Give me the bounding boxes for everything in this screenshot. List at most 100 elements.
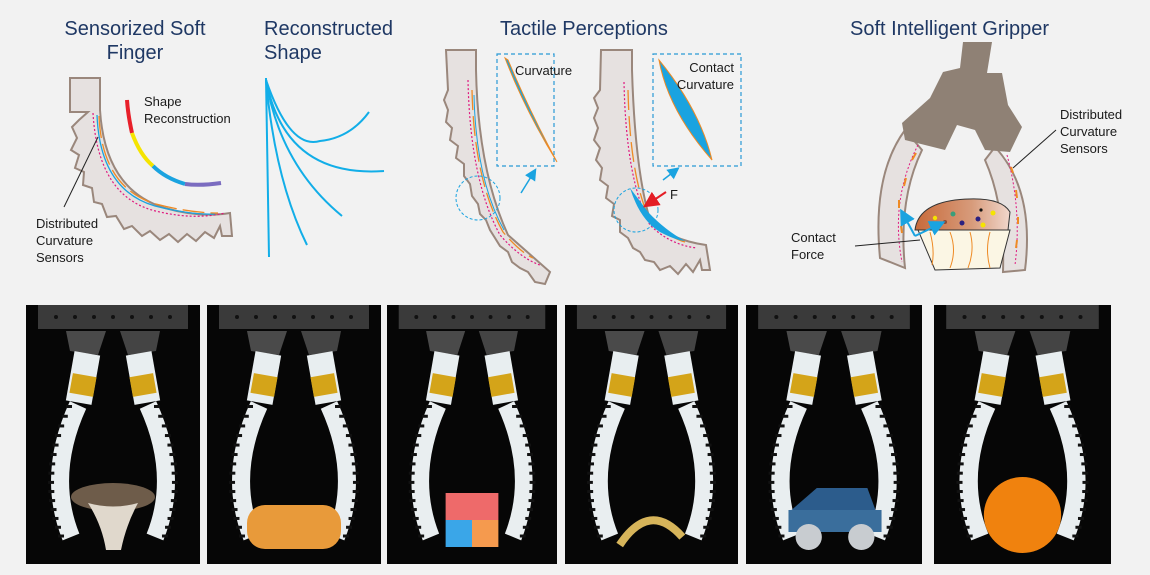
reconstructed-curve-3 [265, 79, 343, 217]
shape-reconstruction-yellow [130, 132, 155, 168]
finger-gap [600, 414, 607, 418]
finger-gap [58, 534, 65, 538]
mushroom-stem [88, 503, 138, 550]
left-sensor-tape [978, 373, 1006, 397]
mount-hole [889, 315, 894, 319]
finger-gap [700, 534, 707, 538]
finger-gap [974, 405, 981, 408]
finger-gap [342, 424, 349, 428]
force-label: F [670, 187, 678, 202]
finger-gap [48, 490, 55, 494]
cake [247, 505, 341, 549]
finger-gap [966, 534, 973, 538]
shape-reconstruction-blue [151, 164, 186, 186]
finger-gap [956, 471, 963, 475]
finger-gap [418, 424, 425, 428]
left-sensor-tape [250, 373, 278, 397]
finger-gap [588, 462, 595, 466]
finger-gap [233, 516, 240, 520]
finger-gap [769, 462, 776, 466]
finger-gap [519, 424, 526, 428]
finger-gap [707, 508, 714, 512]
chip [616, 516, 686, 548]
finger-gap [886, 434, 893, 438]
finger-gap [61, 414, 68, 418]
photo-chip [565, 305, 738, 564]
finger-gap [705, 443, 712, 447]
finger-gap [412, 443, 419, 447]
finger-gap [170, 462, 177, 466]
cube-red [472, 493, 499, 520]
finger-gap [525, 443, 532, 447]
mount-hole [831, 315, 837, 319]
label-line: Distributed [1060, 107, 1123, 122]
finger-gap [1081, 499, 1088, 503]
finger-gap [587, 499, 594, 503]
finger-gap [418, 534, 425, 538]
left-finger-mount [426, 331, 466, 355]
gripper-sensors-label: Distributed Curvature Sensors [1060, 106, 1122, 157]
tactile-finger-right [592, 49, 742, 276]
sensor-strip-orange [98, 115, 219, 214]
finger-gap [1077, 516, 1085, 520]
finger-gap [230, 499, 237, 503]
left-sensor-tape [608, 373, 636, 397]
finger-gap [229, 490, 236, 494]
finger-gap [589, 453, 596, 457]
mount-hole [168, 315, 172, 319]
mount-hole [1039, 315, 1044, 319]
tactile-title: Tactile Perceptions [500, 18, 668, 40]
right-finger-mount [1029, 331, 1071, 355]
finger-gap [352, 471, 359, 475]
force-leader-line [854, 239, 921, 247]
left-soft-finger [771, 401, 807, 541]
finger-gap [961, 443, 968, 447]
reconstructed-curve-4 [265, 79, 385, 173]
finger-gap [705, 516, 712, 520]
mount-hole [1078, 315, 1083, 319]
finger-gap [66, 405, 72, 408]
mount-hole [630, 315, 635, 319]
finger-gap [596, 424, 603, 428]
mount-hole [73, 315, 77, 319]
label-line: Shape [144, 94, 182, 109]
photo-toy-car [746, 305, 922, 564]
mount-hole [349, 315, 353, 319]
contact-force-arrow-left [900, 208, 916, 237]
cube-orange [472, 520, 499, 547]
finger-gap [415, 434, 422, 438]
mount-hole [611, 315, 616, 319]
mount-hole [149, 315, 153, 319]
label-line: Distributed [36, 216, 99, 231]
finger-gap [52, 443, 59, 447]
finger-gap [703, 434, 710, 438]
mount-hole [470, 315, 474, 319]
finger-gap [593, 525, 600, 529]
mount-hole [1001, 315, 1006, 319]
photo-svg [758, 305, 910, 550]
mount-hole [330, 315, 334, 319]
contact-curvature-inset-box [652, 53, 742, 167]
finger-gap [1064, 405, 1071, 408]
finger-gap [339, 414, 346, 418]
finger-gap [889, 443, 896, 447]
finger-gap [591, 443, 598, 447]
right-soft-finger [139, 401, 175, 541]
finger-gap [596, 534, 603, 538]
finger-gap [529, 490, 536, 494]
finger-gap [775, 525, 782, 529]
finger-gap [522, 525, 529, 529]
label-line: Sensors [36, 250, 84, 265]
finger-gap [591, 516, 598, 520]
finger-gap [421, 414, 428, 418]
left-finger-mount [66, 331, 106, 355]
finger-gap [426, 405, 432, 408]
cube-blue [445, 520, 472, 547]
right-sensor-tape [310, 373, 338, 397]
mount-hole [432, 315, 437, 319]
finger-gap [409, 462, 416, 466]
finger-gap [415, 525, 422, 529]
mount-hole [851, 315, 856, 319]
finger-gap [409, 499, 416, 503]
finger-gap [893, 480, 900, 484]
